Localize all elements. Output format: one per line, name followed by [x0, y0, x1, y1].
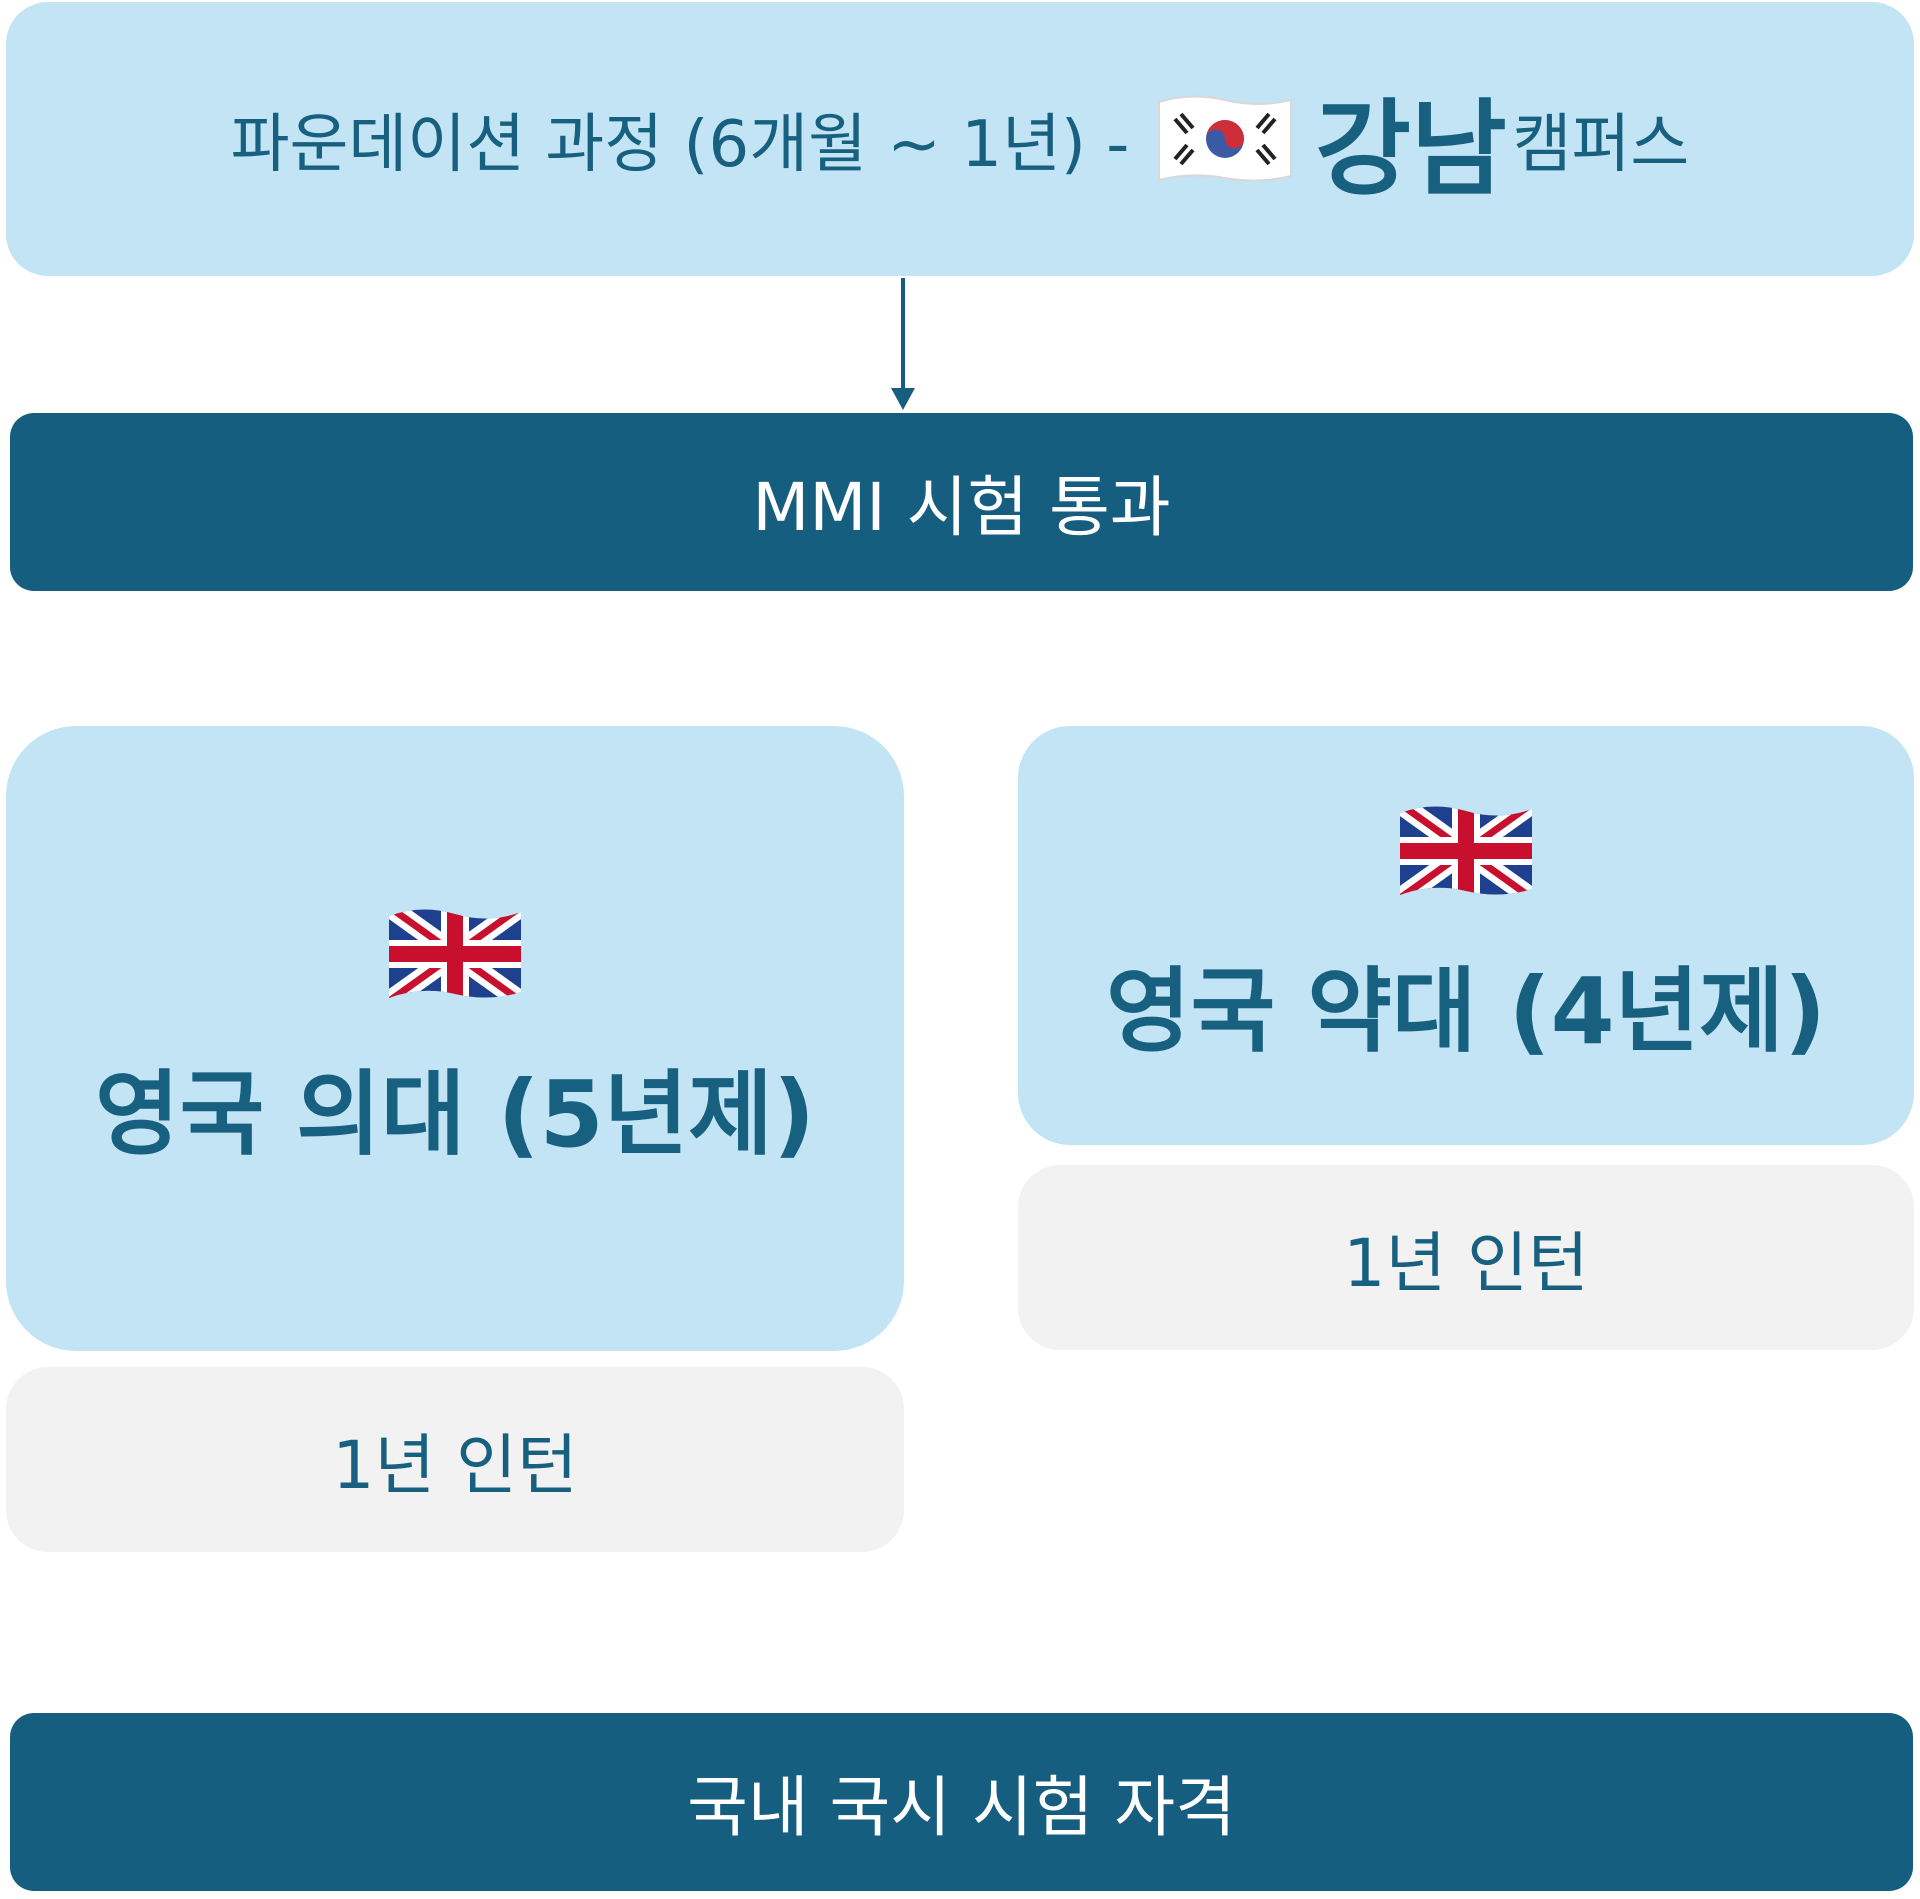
uk-medicine-title: 영국 의대 (5년제) — [94, 1061, 815, 1168]
mmi-exam-label: MMI 시험 통과 — [752, 469, 1171, 546]
mmi-exam-box: MMI 시험 통과 — [10, 413, 1913, 591]
medicine-intern-label: 1년 인턴 — [332, 1426, 578, 1504]
uk-flag-icon — [1400, 806, 1532, 896]
uk-flag-icon — [389, 909, 521, 999]
korea-flag-icon — [1158, 95, 1293, 182]
pharmacy-intern-label: 1년 인턴 — [1343, 1224, 1589, 1302]
foundation-course-box: 파운데이션 과정 (6개월 ~ 1년) - 강남 캠퍼스 — [6, 2, 1914, 276]
campus-label: 캠퍼스 — [1512, 108, 1690, 182]
national-exam-box: 국내 국시 시험 자격 — [10, 1713, 1913, 1891]
uk-pharmacy-title: 영국 약대 (4년제) — [1105, 958, 1826, 1065]
foundation-course-label: 파운데이션 과정 (6개월 ~ 1년) - — [230, 108, 1130, 182]
pharmacy-intern-box: 1년 인턴 — [1018, 1165, 1914, 1350]
medicine-intern-box: 1년 인턴 — [6, 1367, 904, 1552]
uk-medicine-box: 영국 의대 (5년제) — [6, 726, 904, 1351]
uk-pharmacy-box: 영국 약대 (4년제) — [1018, 726, 1914, 1145]
national-exam-label: 국내 국시 시험 자격 — [687, 1769, 1236, 1846]
campus-city-label: 강남 — [1315, 87, 1507, 210]
